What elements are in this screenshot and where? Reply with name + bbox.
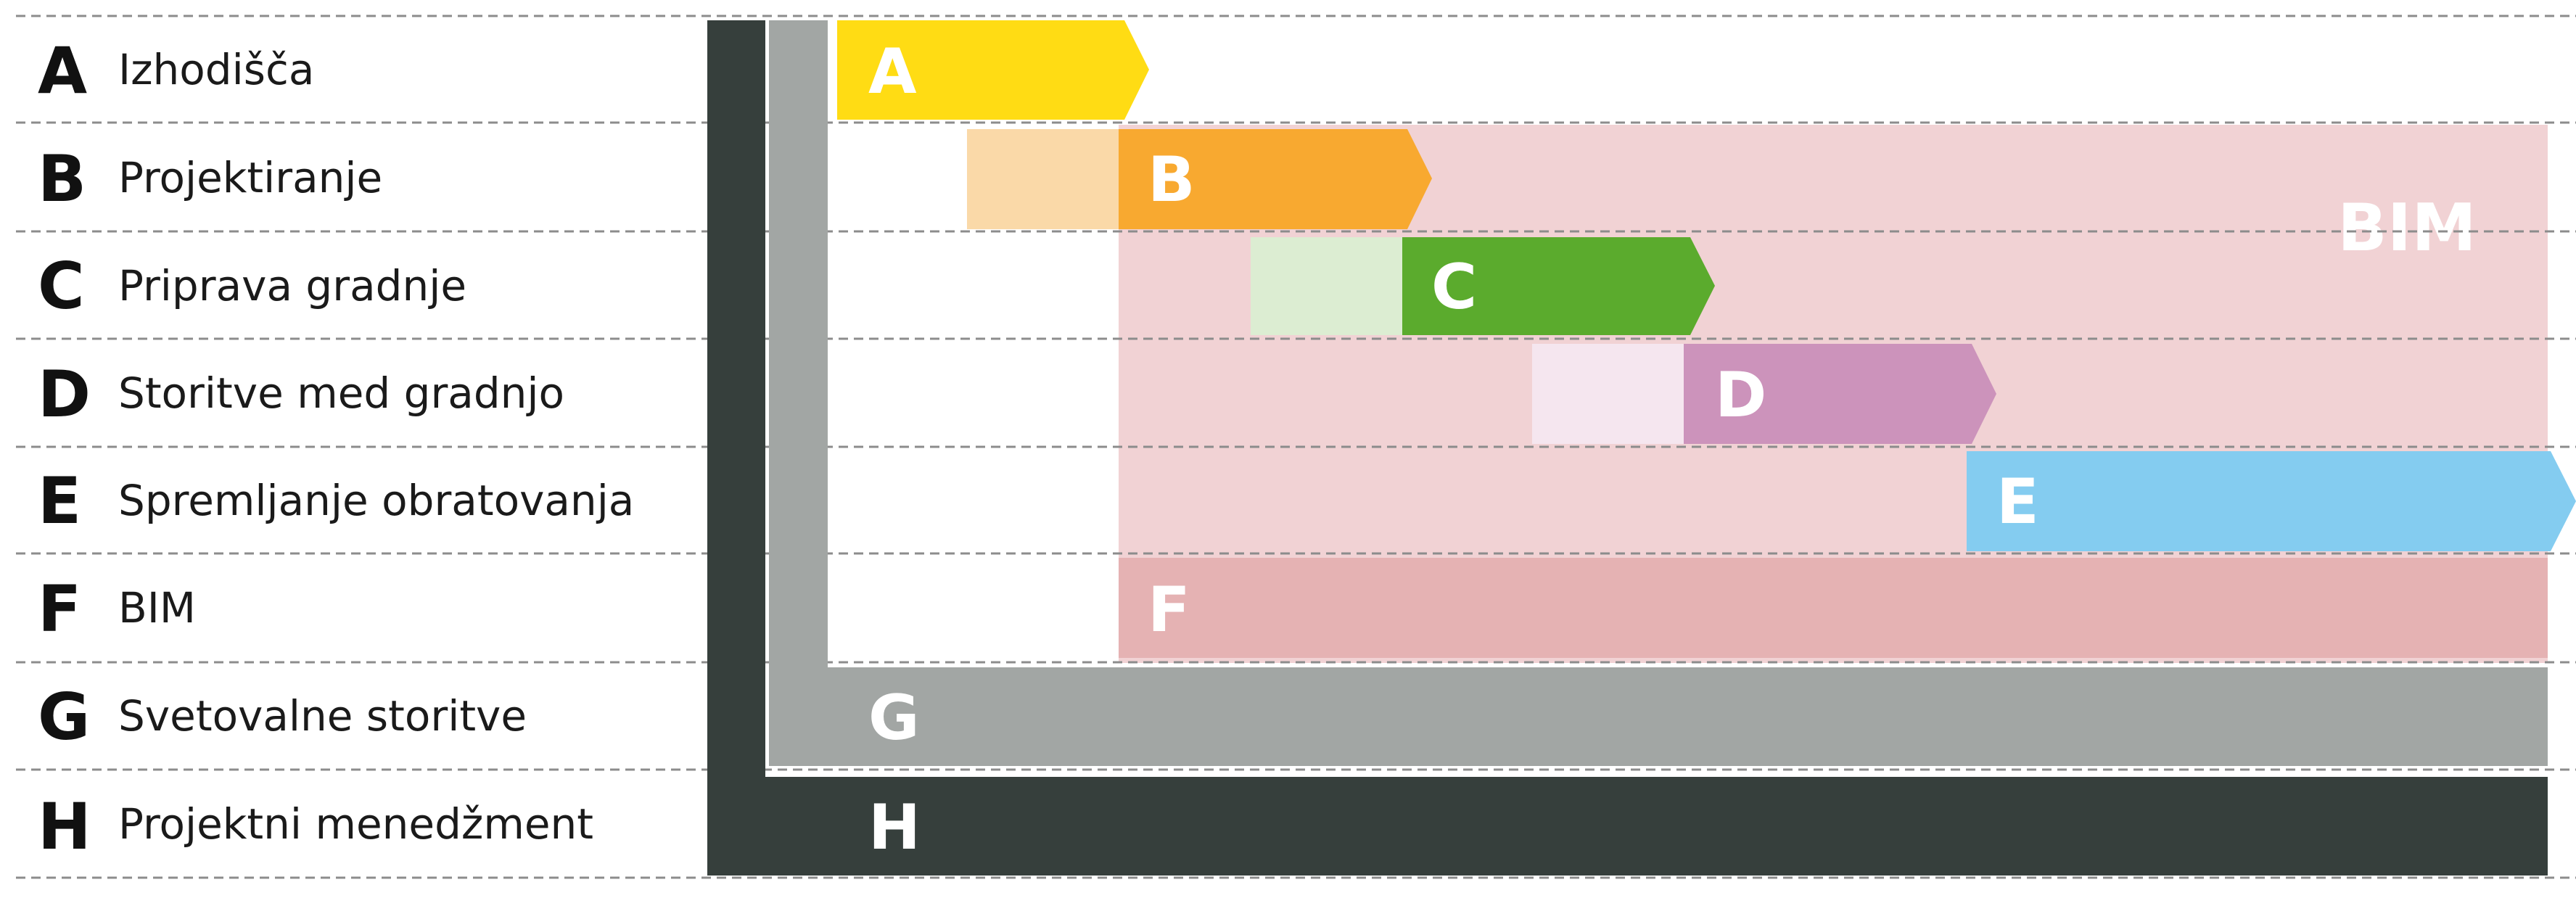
row-label-e: Spremljanje obratovanja [118,476,634,525]
bar-letter-e: E [1996,466,2039,538]
row-letter-a: A [38,33,87,108]
phase-bar-h [707,20,2548,876]
row-label-d: Storitve med gradnjo [118,368,564,418]
phase-bar-e [1967,451,2576,551]
bar-letter-d: D [1715,359,1766,432]
phase-bar-c [1402,237,1715,335]
row-letter-g: G [38,680,90,754]
bar-letter-g: G [868,682,920,754]
phase-bar-f [1119,558,2548,658]
row-letter-h: H [38,789,91,864]
row-separators [16,15,2576,879]
row-letter-d: D [38,357,91,432]
row-letter-b: B [38,141,86,216]
bar-letter-b: B [1148,144,1196,216]
row-label-b: Projektiranje [118,153,382,202]
row-label-a: Izhodišča [118,45,314,94]
bar-letter-f: F [1148,574,1190,646]
phase-bar-b [1119,129,1432,229]
row-letter-e: E [38,464,81,538]
phase-lead-c [1251,237,1403,335]
phase-bar-g [769,20,2548,766]
row-letter-c: C [38,249,85,324]
row-label-g: Svetovalne storitve [118,691,527,741]
bim-region-label: BIM [2337,190,2477,266]
bar-letter-a: A [868,36,917,108]
row-label-c: Priprava gradnje [118,261,466,310]
phase-lead-b [967,129,1119,229]
row-letter-f: F [38,572,81,646]
phase-bar-a [837,20,1149,120]
bar-letter-c: C [1431,251,1477,324]
phase-bar-d [1684,344,1996,444]
bar-letter-h: H [868,791,921,864]
row-label-h: Projektni menedžment [118,799,593,849]
row-label-f: BIM [118,583,196,633]
phase-lead-d [1532,344,1684,444]
